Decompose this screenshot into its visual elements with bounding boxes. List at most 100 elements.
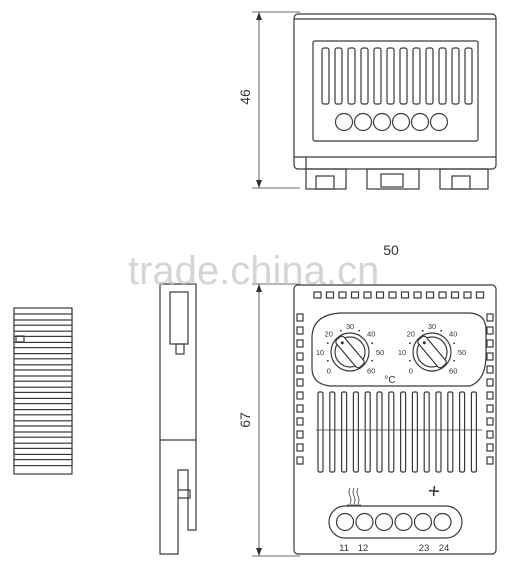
cooling-fin (13, 403, 73, 411)
dial-scale-label: 50 (376, 348, 384, 357)
cooling-fin (13, 313, 73, 321)
terminal-label-24: 24 (439, 543, 450, 554)
vent-slot (329, 391, 336, 473)
side-vent-left (296, 404, 304, 413)
dial-scale-label: 30 (346, 322, 354, 331)
vent-slot (447, 391, 454, 473)
cooling-fin (13, 447, 73, 455)
side-vent-left (296, 365, 304, 374)
vent-slot (341, 391, 348, 473)
top-vent-slots (321, 47, 473, 105)
terminal-hole (353, 112, 373, 132)
vent-slot (321, 47, 330, 105)
vent-slot (451, 47, 460, 105)
vent-slot (373, 47, 382, 105)
dial-scale-label: 50 (458, 348, 466, 357)
side-vent-left (296, 339, 304, 348)
cooling-fin (13, 324, 73, 332)
side-vent-left (296, 378, 304, 387)
side-vent-right (486, 313, 494, 322)
side-fins (13, 313, 73, 467)
side-vent-right (486, 456, 494, 465)
terminal-hole (429, 112, 449, 132)
dial-scale-label: 40 (367, 330, 375, 339)
vent-slot (400, 391, 407, 473)
cooling-fin (13, 347, 73, 355)
vent-slot (386, 47, 395, 105)
top-vent (475, 291, 485, 299)
dial-scale-label: 60 (367, 366, 375, 375)
dial-scale-label: 60 (449, 366, 457, 375)
terminal-hole (334, 112, 354, 132)
side-vent-right (486, 365, 494, 374)
side-vent-left (296, 456, 304, 465)
top-vent (400, 291, 410, 299)
terminal-hole (391, 112, 411, 132)
side-vent-left (296, 391, 304, 400)
terminal-hole (413, 512, 433, 532)
dial-scale-label: 40 (449, 330, 457, 339)
dial-scale-label: 10 (398, 348, 406, 357)
top-vent (338, 291, 347, 299)
cooling-fin (13, 436, 73, 444)
top-vent (388, 291, 397, 299)
vent-slot (459, 391, 466, 473)
vent-slot (352, 391, 359, 473)
vent-slot (388, 391, 395, 473)
cooling-fin (13, 391, 73, 399)
terminal-hole (394, 512, 413, 532)
cooling-fin (13, 369, 73, 377)
vent-slot (347, 47, 356, 105)
vent-slot (399, 47, 408, 105)
side-view (13, 283, 197, 555)
top-vent (463, 291, 472, 299)
side-vent-right (486, 352, 494, 361)
side-vent-left (296, 326, 304, 335)
vent-slot (470, 391, 477, 473)
vent-slot (317, 391, 324, 473)
side-vent-left (296, 430, 304, 439)
side-vent-right (486, 378, 494, 387)
side-vent-left (296, 313, 304, 322)
side-vent-right (486, 430, 494, 439)
watermark: trade.china.cn (128, 249, 379, 293)
vent-slot (412, 47, 421, 105)
terminal-hole (335, 512, 355, 532)
front-top-vents (313, 291, 485, 299)
side-vent-right (486, 326, 494, 335)
dial-scale-label: 0 (327, 366, 331, 375)
cooling-fin (13, 335, 73, 343)
vent-slot (334, 47, 343, 105)
dial-scale-label: 20 (407, 330, 415, 339)
top-vent (438, 291, 447, 299)
side-vent-left (296, 417, 304, 426)
vent-slot (376, 391, 383, 473)
terminal-label-11: 11 (339, 543, 349, 554)
vent-slot (360, 47, 369, 105)
cooling-fin (13, 380, 73, 388)
cooling-fin (13, 425, 73, 433)
top-vent (325, 291, 335, 299)
dimension-height-top: 46 (237, 89, 253, 105)
top-vent (425, 291, 435, 299)
vent-slot (435, 391, 442, 473)
top-vent (450, 291, 460, 299)
vent-slot (464, 47, 473, 105)
terminal-hole (410, 112, 430, 132)
dial-scale-label: 20 (325, 330, 333, 339)
vent-slot (425, 47, 434, 105)
side-vent-right (486, 443, 494, 452)
side-vent-right (486, 417, 494, 426)
front-terminal-holes (335, 512, 452, 532)
top-vent (313, 291, 322, 299)
heater-icon (347, 487, 361, 506)
top-vent (350, 291, 360, 299)
temperature-unit: °C (384, 375, 395, 386)
terminal-hole (372, 112, 392, 132)
cooling-fin (13, 414, 73, 422)
vent-slot (438, 47, 447, 105)
